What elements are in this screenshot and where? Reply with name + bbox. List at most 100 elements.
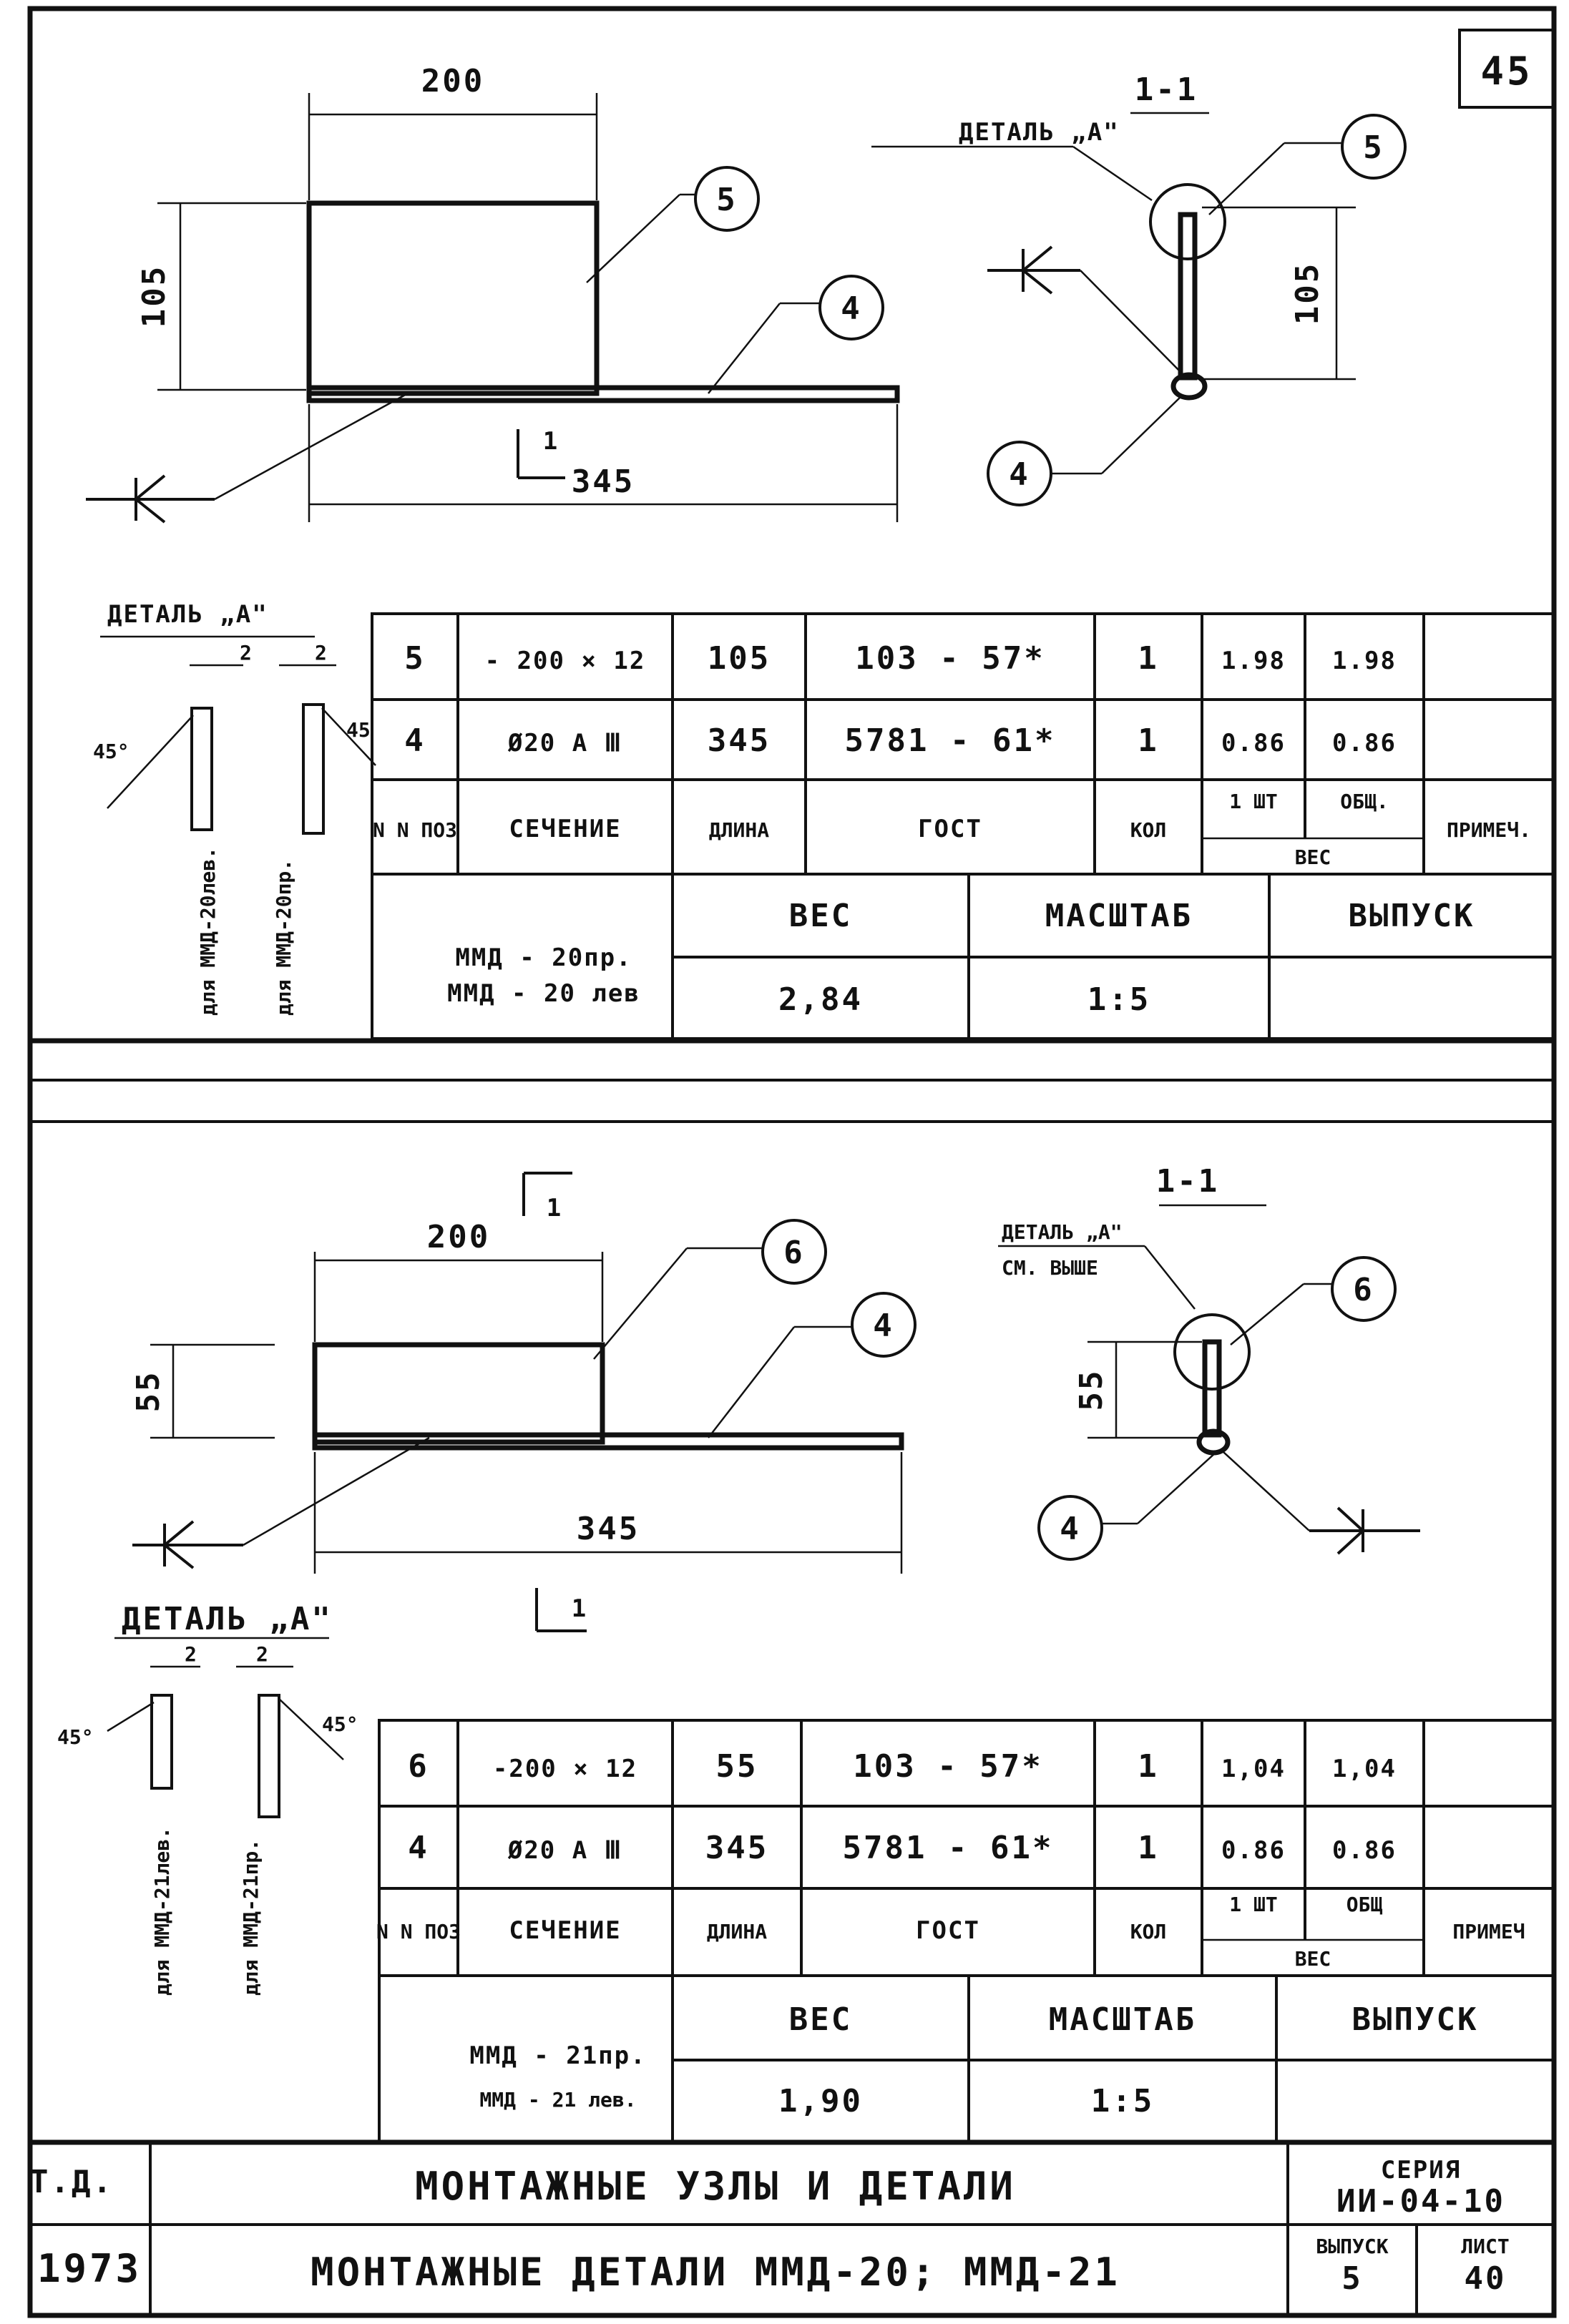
upper-section-height: 105 [1289, 262, 1326, 325]
upper-detail-dim-b: 2 [315, 641, 327, 665]
lower-dim-height: 55 [130, 1371, 167, 1413]
l-r1-length: 55 [716, 1748, 758, 1785]
u-stamp-scale-label: МАСШТАБ [1045, 898, 1193, 934]
upper-plate [306, 200, 600, 396]
lower-plate [312, 1342, 605, 1445]
upper-sec-bubble-plate [1341, 114, 1407, 180]
upper-pos-bubble-plate [694, 166, 760, 232]
l-stamp-issue-label: ВЫПУСК [1352, 2001, 1479, 2038]
lower-detail-dim-b: 2 [256, 1642, 268, 1666]
title-block: Т.Д. 1973 МОНТАЖНЫЕ УЗЛЫ И ДЕТАЛИ МОНТАЖ… [29, 2139, 1554, 2315]
upper-pos-bar: 4 [841, 290, 862, 327]
sheet-frame [27, 6, 1557, 2318]
upper-dim-height: 105 [136, 265, 172, 328]
l-r2-gost: 5781 - 61* [843, 1830, 1054, 1866]
lower-section-plate [1202, 1339, 1222, 1438]
lower-pos-bubble-bar [851, 1292, 917, 1358]
upper-detail-a: ДЕТАЛЬ „А" 2 2 45° 45 для ММД-20лев. для… [93, 600, 376, 1016]
lower-detail-circle [1173, 1313, 1251, 1391]
issue-label: ВЫПУСК [1316, 2235, 1388, 2258]
l-stamp-marks1: ММД - 21пр. [469, 2041, 646, 2070]
u-r1-qty: 1 [1138, 640, 1159, 677]
lower-dim-length: 345 [577, 1511, 640, 1547]
l-r2-wtotal: 0.86 [1332, 1836, 1397, 1865]
upper-detail-title: ДЕТАЛЬ „А" [107, 600, 268, 629]
u-h-wunit: 1 ШТ [1229, 790, 1277, 813]
lower-section-height: 55 [1073, 1369, 1110, 1411]
lower-section-bar [1196, 1428, 1231, 1456]
title-main: МОНТАЖНЫЕ УЗЛЫ И ДЕТАЛИ [415, 2164, 1016, 2209]
l-stamp-marks2: ММД - 21 лев. [479, 2088, 636, 2112]
upper-bar [306, 385, 900, 403]
u-r1-length: 105 [708, 640, 771, 677]
u-stamp-marks1: ММД - 20пр. [455, 943, 632, 972]
lower-sec-bubble-bar [1037, 1495, 1103, 1561]
u-h-wtotal: ОБЩ. [1340, 790, 1388, 813]
upper-detail-circle [1149, 183, 1226, 260]
lower-detail-a: ДЕТАЛЬ „А" 2 2 45° 45° для ММД-21лев. дл… [57, 1601, 358, 1996]
l-r1-wunit: 1,04 [1221, 1755, 1286, 1783]
l-r1-qty: 1 [1138, 1748, 1159, 1785]
upper-pos-plate: 5 [716, 182, 738, 218]
lower-detail-title: ДЕТАЛЬ „А" [122, 1601, 333, 1637]
u-stamp-issue-label: ВЫПУСК [1349, 898, 1475, 934]
l-r1-gost: 103 - 57* [853, 1748, 1042, 1785]
lower-sec-pos-plate: 6 [1353, 1272, 1374, 1308]
l-r1-pos: 6 [408, 1748, 429, 1785]
year: 1973 [37, 2246, 142, 2291]
l-stamp-weight: 1,90 [778, 2083, 863, 2119]
u-r2-wtotal: 0.86 [1332, 729, 1397, 757]
u-r1-wtotal: 1.98 [1332, 647, 1397, 675]
issue-value: 5 [1341, 2260, 1363, 2297]
upper-spec-table: 5 - 200 × 12 105 103 - 57* 1 1.98 1.98 4… [371, 612, 1555, 1040]
u-h-gost: ГОСТ [918, 815, 982, 843]
upper-detail-right-caption: для ММД-20пр. [272, 859, 295, 1016]
u-r2-wunit: 0.86 [1221, 729, 1286, 757]
lower-elevation: 200 55 345 1 1 6 4 [130, 1172, 917, 1632]
u-r1-section: - 200 × 12 [485, 647, 646, 675]
l-h-weight: ВЕС [1295, 1947, 1331, 1971]
l-h-length: ДЛИНА [707, 1920, 767, 1943]
u-stamp-weight-label: ВЕС [789, 898, 852, 934]
l-h-wunit: 1 ШТ [1229, 1893, 1277, 1916]
u-stamp-marks2: ММД - 20 лев [447, 979, 640, 1008]
lower-detail-label: ДЕТАЛЬ „А" [1002, 1220, 1123, 1244]
upper-detail-label: ДЕТАЛЬ „А" [959, 118, 1120, 147]
l-r2-qty: 1 [1138, 1830, 1159, 1866]
u-r1-gost: 103 - 57* [855, 640, 1045, 677]
sheet-number-box [1458, 29, 1555, 109]
lower-pos-plate: 6 [783, 1235, 805, 1271]
upper-detail-angle-a: 45° [93, 740, 129, 763]
l-r2-section: Ø20 A Ⅲ [507, 1836, 622, 1865]
l-stamp-weight-label: ВЕС [789, 2001, 852, 2038]
u-r2-length: 345 [708, 722, 771, 759]
u-h-note: ПРИМЕЧ. [1447, 818, 1531, 842]
l-h-gost: ГОСТ [916, 1916, 980, 1945]
upper-elevation: 200 105 345 1 5 4 [86, 63, 900, 524]
u-h-pos: N N ПОЗ [373, 818, 457, 842]
lower-detail-ref: СМ. ВЫШЕ [1002, 1256, 1098, 1280]
lower-pos-bar: 4 [873, 1308, 894, 1344]
lower-dim-width: 200 [427, 1219, 490, 1255]
upper-section-plate [1178, 212, 1198, 381]
u-r2-gost: 5781 - 61* [845, 722, 1056, 759]
sheet-value: 40 [1465, 2260, 1507, 2297]
title-sub: МОНТАЖНЫЕ ДЕТАЛИ ММД-20; ММД-21 [311, 2250, 1120, 2295]
lower-section-view: 1-1 ДЕТАЛЬ „А" СМ. ВЫШЕ 6 55 4 [998, 1163, 1420, 1561]
lower-section-title: 1-1 [1156, 1163, 1219, 1200]
lower-sec-pos-bar: 4 [1060, 1511, 1081, 1547]
lower-section-mark-bottom: 1 [572, 1594, 587, 1623]
l-r1-wtotal: 1,04 [1332, 1755, 1397, 1783]
l-r1-section: -200 × 12 [493, 1755, 637, 1783]
l-h-section: СЕЧЕНИЕ [509, 1916, 621, 1945]
series-value: ИИ-04-10 [1336, 2183, 1505, 2220]
upper-section-view: 1-1 ДЕТАЛЬ „А" 5 105 4 [871, 72, 1407, 506]
lower-section-mark-top: 1 [547, 1194, 562, 1222]
u-h-length: ДЛИНА [709, 818, 769, 842]
lower-sec-bubble-plate [1331, 1256, 1397, 1322]
upper-dim-width: 200 [421, 63, 484, 99]
l-h-note: ПРИМЕЧ [1452, 1920, 1525, 1943]
l-r2-wunit: 0.86 [1221, 1836, 1286, 1865]
lower-detail-right-caption: для ММД-21пр. [239, 1839, 263, 1996]
